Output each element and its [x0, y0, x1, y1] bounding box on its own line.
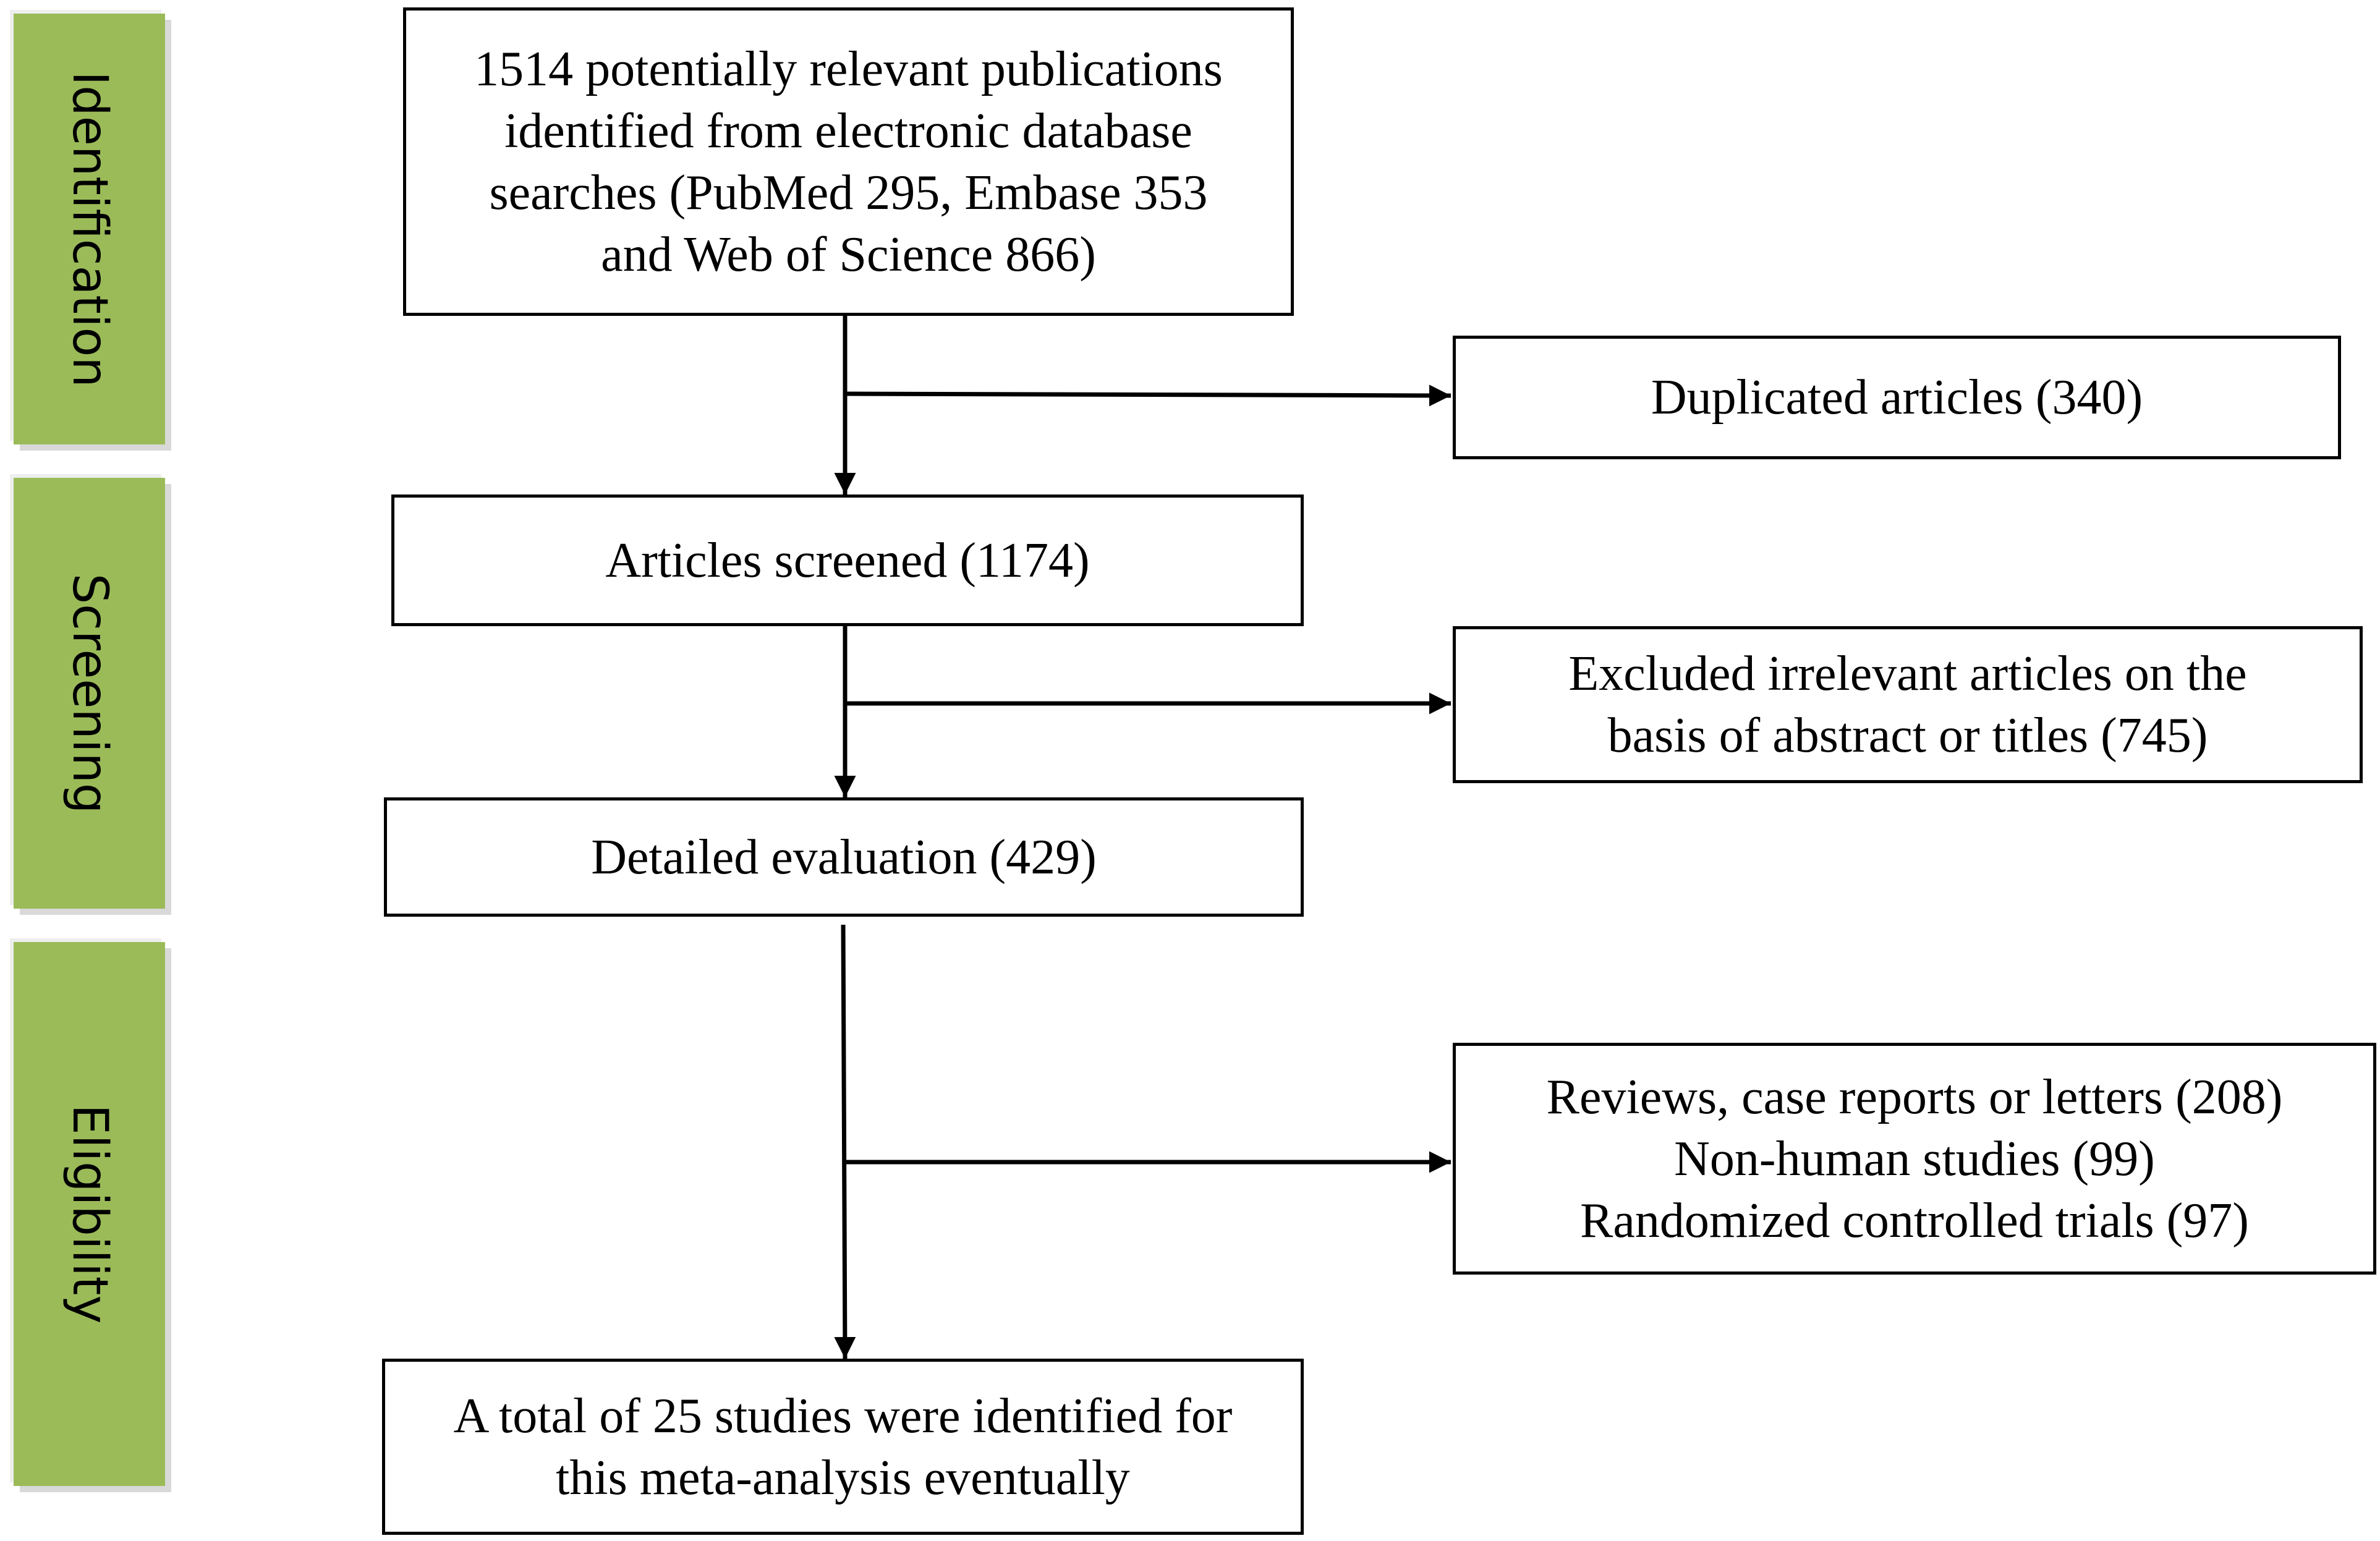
- box-excluded-full-line-2: Non-human studies (99): [1674, 1131, 2155, 1186]
- box-identified-line-4: and Web of Science 866): [601, 227, 1096, 282]
- phase-screening: Screening: [14, 478, 165, 909]
- box-duplicated-articles: Duplicated articles (340): [1453, 336, 2341, 459]
- box-identified-line-1: 1514 potentially relevant publications: [474, 41, 1223, 96]
- phase-identification: Identification: [14, 14, 165, 444]
- box-included-line-1: A total of 25 studies were identified fo…: [453, 1388, 1233, 1443]
- box-identified-line-3: searches (PubMed 295, Embase 353: [489, 165, 1208, 220]
- arrow-to-duplicates: [844, 384, 1451, 407]
- box-excluded-abstract-line-1: Excluded irrelevant articles on the: [1568, 647, 2247, 701]
- box-identified-line-2: identified from electronic database: [504, 103, 1192, 158]
- box-excluded-full-line-3: Randomized controlled trials (97): [1580, 1193, 2249, 1248]
- box-identified-records: 1514 potentially relevant publications i…: [403, 7, 1294, 316]
- box-excluded-full-line-1: Reviews, case reports or letters (208): [1546, 1069, 2283, 1124]
- box-included-line-2: this meta-analysis eventually: [556, 1450, 1130, 1505]
- phase-eligibility: Eligibility: [14, 942, 165, 1486]
- box-included-studies: A total of 25 studies were identified fo…: [382, 1359, 1304, 1535]
- arrow-detailed-to-included: [834, 924, 856, 1359]
- box-excluded-abstract-line-2: basis of abstract or titles (745): [1607, 708, 2208, 763]
- box-excluded-full-text: Reviews, case reports or letters (208) N…: [1453, 1043, 2376, 1275]
- box-excluded-abstract: Excluded irrelevant articles on the basi…: [1453, 626, 2363, 783]
- box-duplicates-line-1: Duplicated articles (340): [1651, 370, 2143, 425]
- box-detailed-evaluation: Detailed evaluation (429): [384, 797, 1304, 917]
- box-articles-screened: Articles screened (1174): [391, 495, 1304, 626]
- box-screened-line-1: Articles screened (1174): [605, 533, 1090, 588]
- box-detailed-line-1: Detailed evaluation (429): [591, 830, 1097, 885]
